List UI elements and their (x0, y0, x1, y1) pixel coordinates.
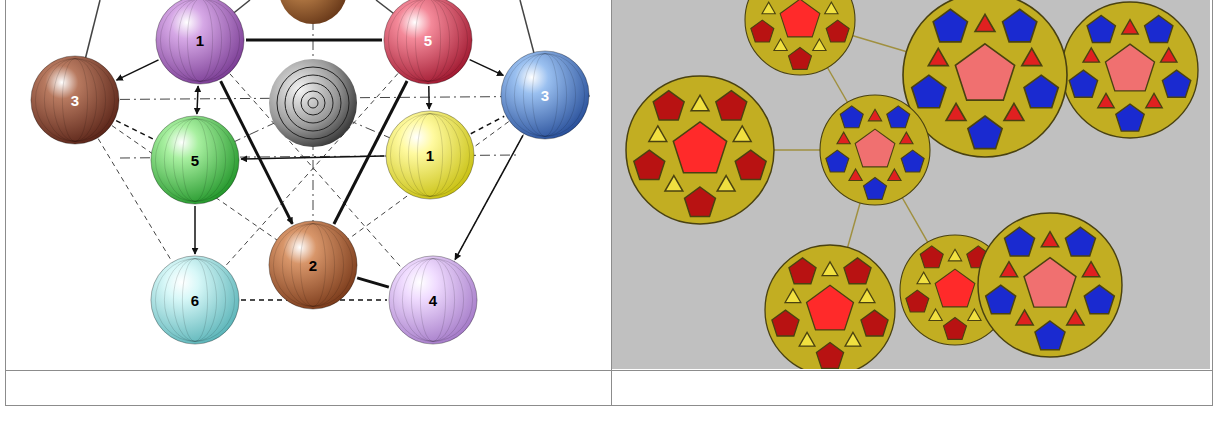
connector-arrow (241, 156, 384, 159)
connector-arrow (116, 121, 154, 140)
sphere-node: 3 (30, 55, 120, 145)
sphere-number: 2 (309, 258, 317, 273)
connector-arrow (471, 116, 504, 133)
table-cell (5, 0, 612, 371)
sphere-number: 5 (424, 33, 432, 48)
sphere-node: 1 (155, 0, 245, 85)
sphere-node: 5 (150, 115, 240, 205)
connector-arrow (116, 60, 158, 80)
table-cell (5, 370, 612, 406)
sphere-number: 1 (196, 33, 204, 48)
sphere-node: 3 (500, 50, 590, 140)
connector-arrow (357, 278, 389, 287)
sphere-node: 6 (150, 255, 240, 345)
sphere-number: 4 (429, 293, 437, 308)
polyhedra-illustration (612, 0, 1210, 369)
sphere-node: 2 (268, 220, 358, 310)
sphere-node: 4 (388, 255, 478, 345)
sphere-number: 1 (426, 148, 434, 163)
sphere-number: 5 (191, 153, 199, 168)
sphere-node: 1 (385, 110, 475, 200)
sphere-node: 5 (383, 0, 473, 85)
sphere-number: 3 (71, 93, 79, 108)
lattice-illustration (6, 0, 611, 369)
table-cell (611, 370, 1213, 406)
connector-arrow (197, 86, 198, 114)
connector-arrow (428, 86, 430, 109)
connector-arrow (194, 206, 196, 254)
sphere-number: 3 (541, 88, 549, 103)
connector-arrow (246, 39, 382, 42)
connector-arrow (470, 60, 504, 76)
sphere-number: 6 (191, 293, 199, 308)
